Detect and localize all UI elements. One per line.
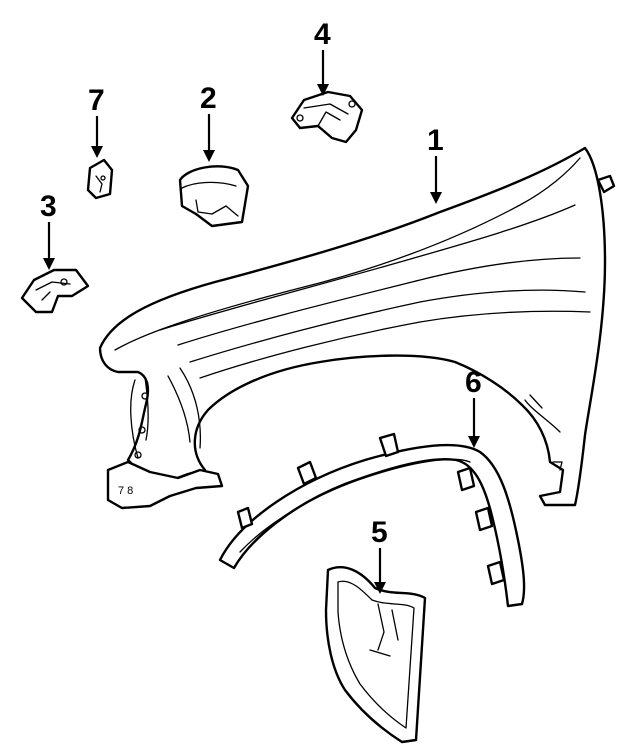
part-5-mud-flap[interactable] (324, 565, 427, 744)
callout-3: 3 (40, 190, 57, 270)
svg-text:1: 1 (427, 124, 444, 157)
svg-text:2: 2 (200, 82, 217, 115)
callout-7: 7 (88, 84, 105, 158)
part-1-fender[interactable]: 7 8 (98, 146, 616, 510)
callout-4: 4 (314, 18, 331, 96)
svg-text:5: 5 (371, 516, 388, 549)
callout-5: 5 (371, 516, 388, 594)
callout-6: 6 (465, 366, 482, 448)
part-2-cushion[interactable] (178, 165, 250, 228)
callout-2: 2 (200, 82, 217, 162)
svg-text:3: 3 (40, 190, 57, 223)
svg-text:6: 6 (465, 366, 482, 399)
part-3-bracket[interactable] (20, 268, 90, 314)
part-6-arch-molding[interactable] (218, 432, 526, 608)
svg-text:4: 4 (314, 18, 331, 51)
callout-1: 1 (427, 124, 444, 204)
svg-text:7: 7 (88, 84, 105, 117)
part-7-clip[interactable] (86, 158, 114, 200)
fender-stamp-text: 7 8 (118, 485, 133, 497)
part-4-bracket[interactable] (290, 90, 364, 144)
